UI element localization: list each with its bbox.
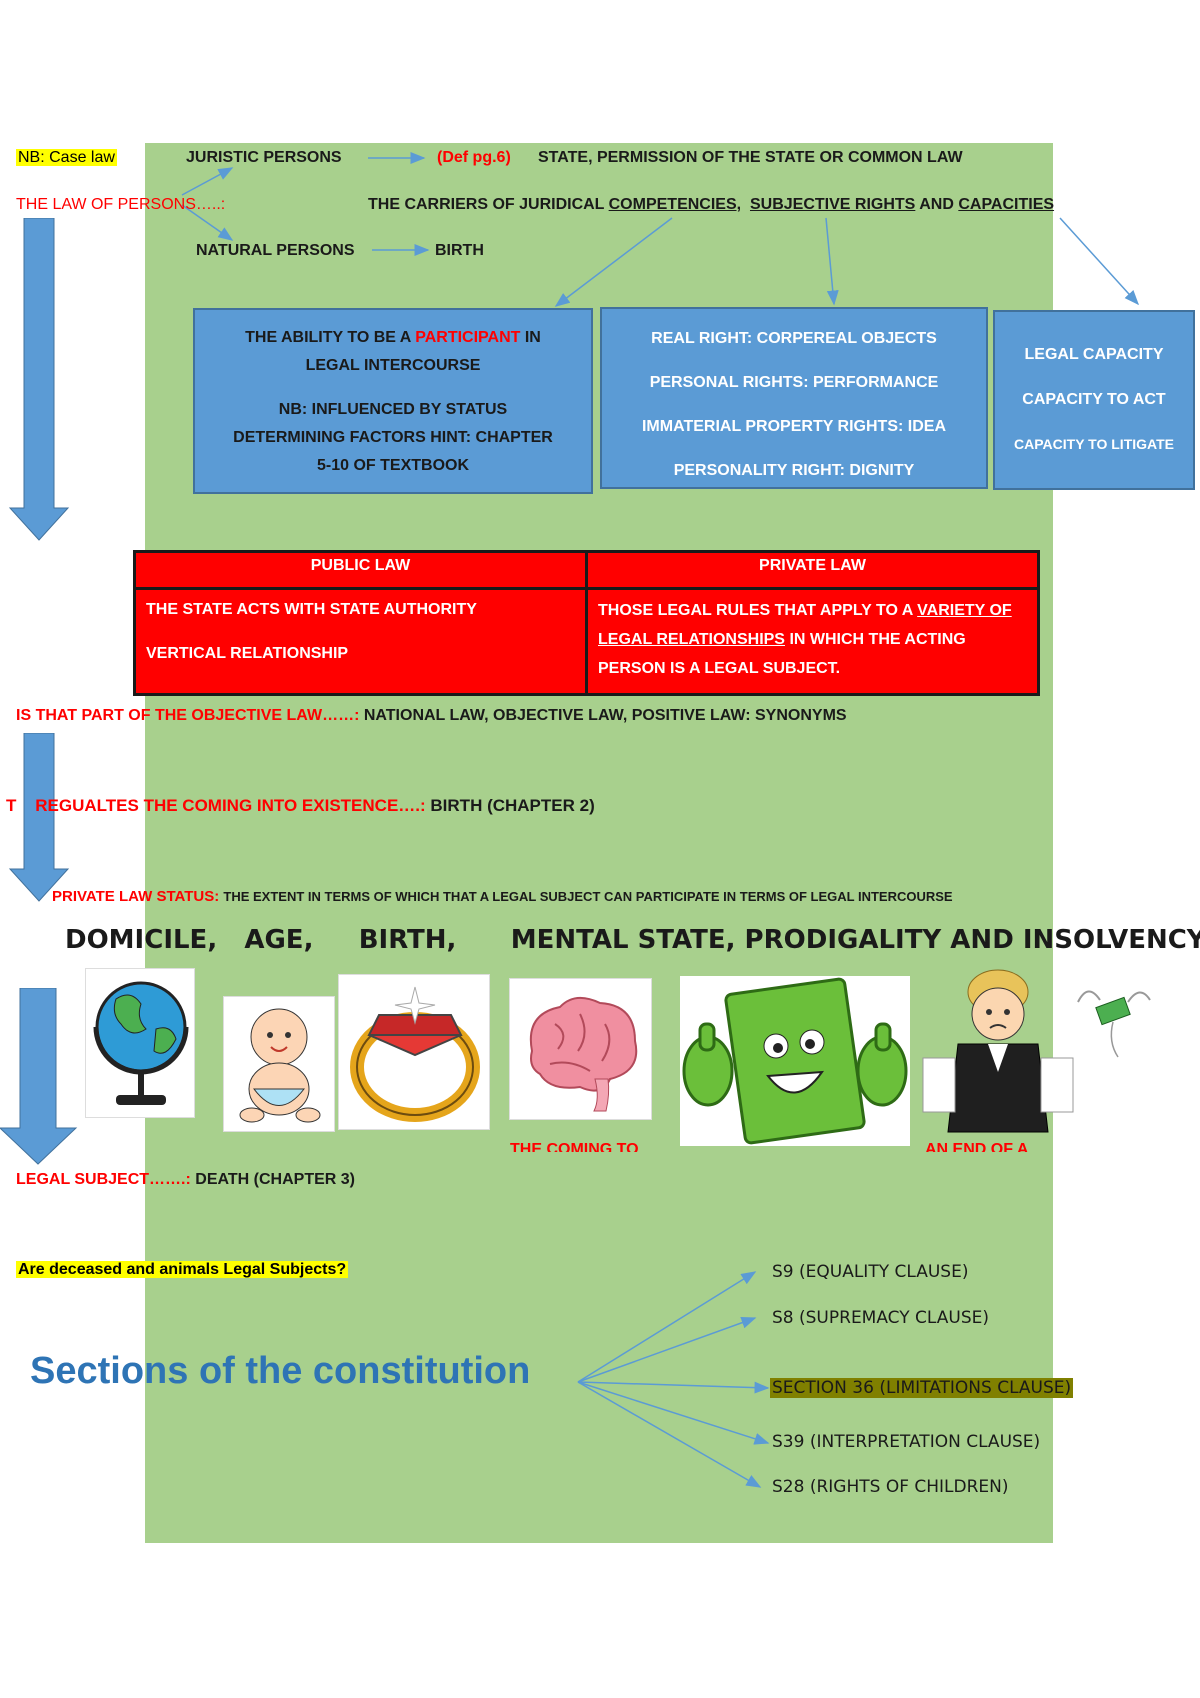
objective-law-red: IS THAT PART OF THE OBJECTIVE LAW……: xyxy=(16,707,360,724)
public-law-line1: THE STATE ACTS WITH STATE AUTHORITY xyxy=(146,601,477,618)
arrow-s39 xyxy=(577,1381,770,1445)
end-of-partial-label: AN END OF A xyxy=(925,1141,1029,1152)
legal-subject-black: DEATH (CHAPTER 3) xyxy=(195,1171,355,1188)
rights-item: PERSONALITY RIGHT: DIGNITY xyxy=(673,462,915,479)
globe-icon xyxy=(93,981,189,1105)
arrow-law-juristic xyxy=(181,167,234,196)
coming-to-partial-label: THE COMING TO xyxy=(510,1141,639,1152)
status-factors-heading: DOMICILE, AGE, BIRTH, MENTAL STATE, PROD… xyxy=(65,925,1200,955)
and-word: AND xyxy=(919,196,954,213)
participant-line1: THE ABILITY TO BE A PARTICIPANT IN xyxy=(245,329,541,346)
private-law-post: IN WHICH THE ACTING PERSON IS A LEGAL SU… xyxy=(598,631,966,677)
legal-subject-line: LEGAL SUBJECT…….: DEATH (CHAPTER 3) xyxy=(16,1171,355,1189)
private-law-header: PRIVATE LAW xyxy=(585,550,1040,590)
regulates-black: BIRTH (CHAPTER 2) xyxy=(430,796,595,815)
status-line: PRIVATE LAW STATUS: THE EXTENT IN TERMS … xyxy=(52,888,953,905)
section-item: S8 (SUPREMACY CLAUSE) xyxy=(772,1308,990,1328)
regulates-line: T REGUALTES THE COMING INTO EXISTENCE….:… xyxy=(6,796,595,816)
public-law-header: PUBLIC LAW xyxy=(133,550,588,590)
capacity-item: CAPACITY TO ACT xyxy=(1022,391,1166,408)
carriers-line: THE CARRIERS OF JURIDICAL COMPETENCIES, … xyxy=(368,196,1054,214)
public-law-line2: VERTICAL RELATIONSHIP xyxy=(146,645,349,662)
competencies-term: COMPETENCIES, xyxy=(608,196,742,213)
broke-man-icon xyxy=(922,969,1151,1133)
participant-box: THE ABILITY TO BE A PARTICIPANT IN LEGAL… xyxy=(193,308,593,494)
capacity-item: CAPACITY TO LITIGATE xyxy=(1014,436,1174,452)
participant-line3: NB: INFLUENCED BY STATUS xyxy=(278,401,508,418)
down-arrow-3 xyxy=(0,988,78,1165)
private-law-cell: THOSE LEGAL RULES THAT APPLY TO A VARIET… xyxy=(585,587,1040,696)
status-black: THE EXTENT IN TERMS OF WHICH THAT A LEGA… xyxy=(223,889,953,904)
participant-line4: DETERMINING FACTORS HINT: CHAPTER xyxy=(233,429,553,446)
globe-picture xyxy=(85,968,195,1118)
money-picture xyxy=(680,976,910,1146)
arrow-subjective xyxy=(825,217,839,306)
capacity-box: LEGAL CAPACITY CAPACITY TO ACT CAPACITY … xyxy=(993,310,1195,490)
down-arrow-2 xyxy=(8,733,70,902)
juristic-definition: STATE, PERMISSION OF THE STATE OR COMMON… xyxy=(538,149,963,166)
nb-case-law-label: NB: Case law xyxy=(16,149,117,166)
down-arrow-1 xyxy=(8,218,70,541)
public-law-cell: THE STATE ACTS WITH STATE AUTHORITY VERT… xyxy=(133,587,588,696)
status-red: PRIVATE LAW STATUS: xyxy=(52,888,220,905)
section-item: S28 (RIGHTS OF CHILDREN) xyxy=(772,1477,1009,1497)
capacity-item: LEGAL CAPACITY xyxy=(1024,346,1164,363)
rights-item: IMMATERIAL PROPERTY RIGHTS: IDEA xyxy=(641,418,946,435)
subjective-rights-term: SUBJECTIVE RIGHTS xyxy=(749,196,916,213)
def-page-ref: (Def pg.6) xyxy=(437,149,511,166)
money-icon xyxy=(682,977,908,1145)
law-of-persons-heading: THE LAW OF PERSONS…..: xyxy=(16,196,226,213)
baby-picture xyxy=(223,996,335,1132)
brain-picture xyxy=(509,978,652,1120)
carriers-prefix: THE CARRIERS OF JURIDICAL xyxy=(368,196,605,213)
arrow-competencies xyxy=(554,217,673,307)
section-item: S39 (INTERPRETATION CLAUSE) xyxy=(772,1432,1041,1452)
section-item-highlighted: SECTION 36 (LIMITATIONS CLAUSE) xyxy=(770,1378,1074,1398)
juristic-persons-label: JURISTIC PERSONS xyxy=(186,149,342,166)
sections-title: Sections of the constitution xyxy=(30,1350,531,1392)
rights-box: REAL RIGHT: CORPEREAL OBJECTS PERSONAL R… xyxy=(600,307,988,489)
arrow-s28 xyxy=(577,1381,762,1488)
ring-icon xyxy=(350,986,480,1122)
private-law-pre: THOSE LEGAL RULES THAT APPLY TO A xyxy=(598,602,913,619)
objective-law-line: IS THAT PART OF THE OBJECTIVE LAW……: NAT… xyxy=(16,707,847,725)
natural-birth-label: BIRTH xyxy=(435,242,484,259)
baby-icon xyxy=(239,1008,321,1123)
arrow-s8 xyxy=(577,1316,757,1383)
section-item: S9 (EQUALITY CLAUSE) xyxy=(772,1262,969,1282)
regulates-red: T REGUALTES THE COMING INTO EXISTENCE….: xyxy=(6,796,426,815)
participant-line2: LEGAL INTERCOURSE xyxy=(305,357,481,374)
broke-man-picture xyxy=(918,962,1156,1146)
arrow-capacities xyxy=(1059,217,1140,306)
ring-picture xyxy=(338,974,490,1130)
arrow-s36 xyxy=(577,1381,770,1394)
rights-item: PERSONAL RIGHTS: PERFORMANCE xyxy=(649,374,939,391)
private-law-underlined: VARIETY OF LEGAL RELATIONSHIPS xyxy=(598,602,1012,648)
capacities-term: CAPACITIES xyxy=(958,196,1055,213)
participant-line5: 5-10 OF TEXTBOOK xyxy=(316,457,470,474)
rights-item: REAL RIGHT: CORPEREAL OBJECTS xyxy=(651,330,937,347)
objective-law-black: NATIONAL LAW, OBJECTIVE LAW, POSITIVE LA… xyxy=(363,707,847,724)
arrow-law-natural xyxy=(181,204,234,241)
natural-persons-label: NATURAL PERSONS xyxy=(196,242,355,259)
arrow-s9 xyxy=(577,1271,757,1383)
brain-icon xyxy=(529,996,638,1112)
question-line: Are deceased and animals Legal Subjects? xyxy=(16,1261,349,1278)
legal-subject-red: LEGAL SUBJECT…….: xyxy=(16,1171,191,1188)
public-private-law-table: PUBLIC LAW PRIVATE LAW THE STATE ACTS WI… xyxy=(133,550,1040,696)
